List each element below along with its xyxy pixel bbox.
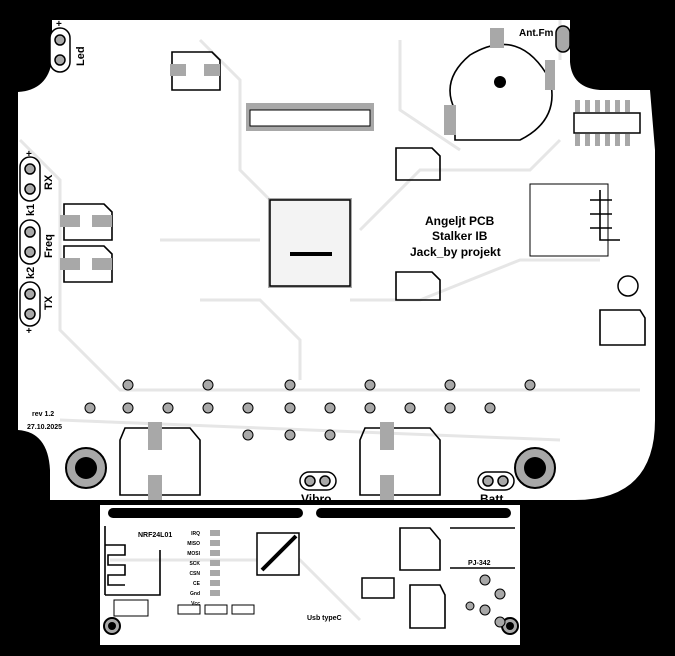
tx-label: TX	[43, 295, 55, 310]
rf-antenna-trace	[104, 526, 161, 596]
rf-pin-label: SCK	[189, 561, 200, 567]
rf-pin-label: MISO	[187, 541, 200, 547]
via-grid	[84, 379, 536, 441]
coin-cell-holder	[449, 43, 553, 141]
speaker-pad	[119, 422, 441, 500]
connector-pins	[19, 25, 639, 491]
fuse	[177, 604, 201, 615]
title-line-3: Jack_by projekt	[410, 245, 501, 259]
rf-pin-label: MOSI	[187, 551, 200, 557]
date-label: 27.10.2025	[27, 424, 62, 431]
title-line-1: Angeljt PCB	[425, 214, 495, 228]
vibro-label: Vibro	[301, 492, 331, 506]
plus-mark: +	[26, 326, 32, 337]
rf-module-label: NRF24L01	[138, 532, 172, 539]
rf-pins	[210, 530, 220, 596]
k1-label: k1	[25, 204, 37, 216]
pad	[490, 28, 504, 48]
title-line-2: Stalker IB	[432, 229, 488, 243]
ic-soic	[573, 112, 641, 134]
mount-hole	[494, 76, 506, 88]
inductor-group	[60, 51, 646, 346]
pad	[545, 60, 555, 90]
rf-pin-label: CSN	[189, 571, 200, 577]
rf-module	[529, 183, 609, 257]
fpc-body	[249, 109, 371, 127]
sub-board	[100, 505, 520, 645]
plus-mark: +	[26, 149, 32, 160]
fuse	[204, 604, 228, 615]
rf-pin-label: CE	[193, 581, 201, 587]
fuse	[231, 604, 255, 615]
revision-label: rev 1.2	[32, 411, 54, 418]
rf-pin-label: Vcc	[191, 601, 200, 607]
rx-label: RX	[43, 174, 55, 190]
board-slot	[108, 508, 303, 518]
mount-holes	[65, 447, 556, 635]
mcu-chip	[268, 198, 352, 288]
led-label: Led	[75, 46, 87, 66]
pad	[444, 105, 456, 135]
freq-label: Freq	[43, 234, 55, 258]
usb-label: Usb typeC	[307, 615, 342, 622]
button-led	[113, 599, 149, 617]
batt-label: Batt	[480, 492, 503, 506]
rf-pin-label: IRQ	[191, 531, 200, 537]
board-slot	[316, 508, 511, 518]
plus-mark: +	[56, 19, 62, 30]
audio-jack-label: PJ-342	[468, 560, 491, 567]
rf-pin-label: Gnd	[190, 591, 200, 597]
ant-fm-label: Ant.Fm	[519, 28, 554, 39]
audio-jack-outline	[450, 527, 515, 569]
ic-small	[361, 577, 395, 599]
jack-pins	[465, 574, 506, 628]
k2-label: k2	[25, 267, 37, 279]
